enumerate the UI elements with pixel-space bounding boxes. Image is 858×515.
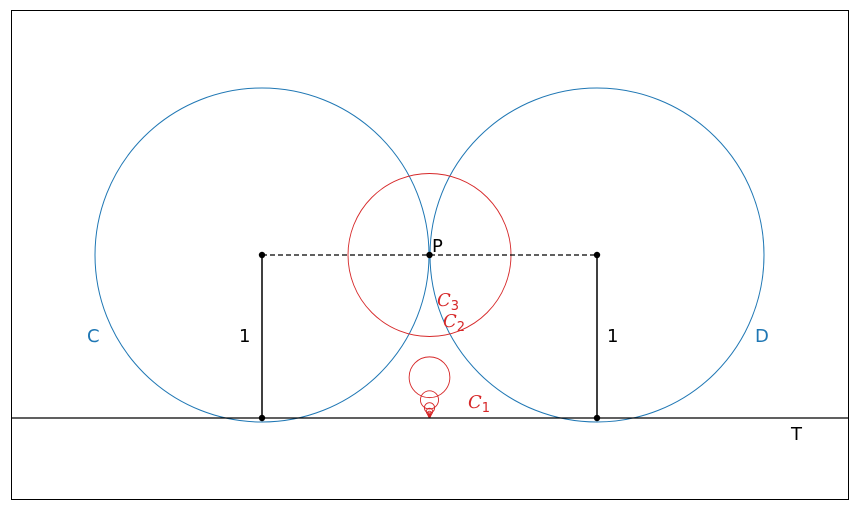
label-c2-sub: 2 xyxy=(457,320,465,335)
center-point-right xyxy=(593,251,601,259)
label-c3-main: C xyxy=(437,290,451,311)
tangent-point-right xyxy=(593,414,601,422)
label-line-t: T xyxy=(790,424,803,445)
label-c3-sub: 3 xyxy=(451,299,459,314)
label-circle-d: D xyxy=(755,326,769,347)
label-c1-main: C xyxy=(468,392,482,413)
inscribed-circle-2 xyxy=(408,356,451,399)
label-c1-sub: 1 xyxy=(482,401,490,416)
tangent-point-left xyxy=(258,414,266,422)
label-radius-right: 1 xyxy=(607,326,618,347)
label-c3: C3 xyxy=(437,290,459,314)
center-point-left xyxy=(258,251,266,259)
label-c2-main: C xyxy=(443,311,457,332)
inscribed-circle-3 xyxy=(419,390,440,410)
label-point-p: P xyxy=(432,236,443,257)
label-radius-left: 1 xyxy=(239,326,250,347)
plot-frame xyxy=(11,10,849,500)
point-p xyxy=(426,251,433,259)
label-c1: C1 xyxy=(468,392,490,416)
inscribed-circle-chain xyxy=(347,173,512,419)
label-circle-c: C xyxy=(87,326,100,347)
label-c2: C2 xyxy=(443,311,465,335)
